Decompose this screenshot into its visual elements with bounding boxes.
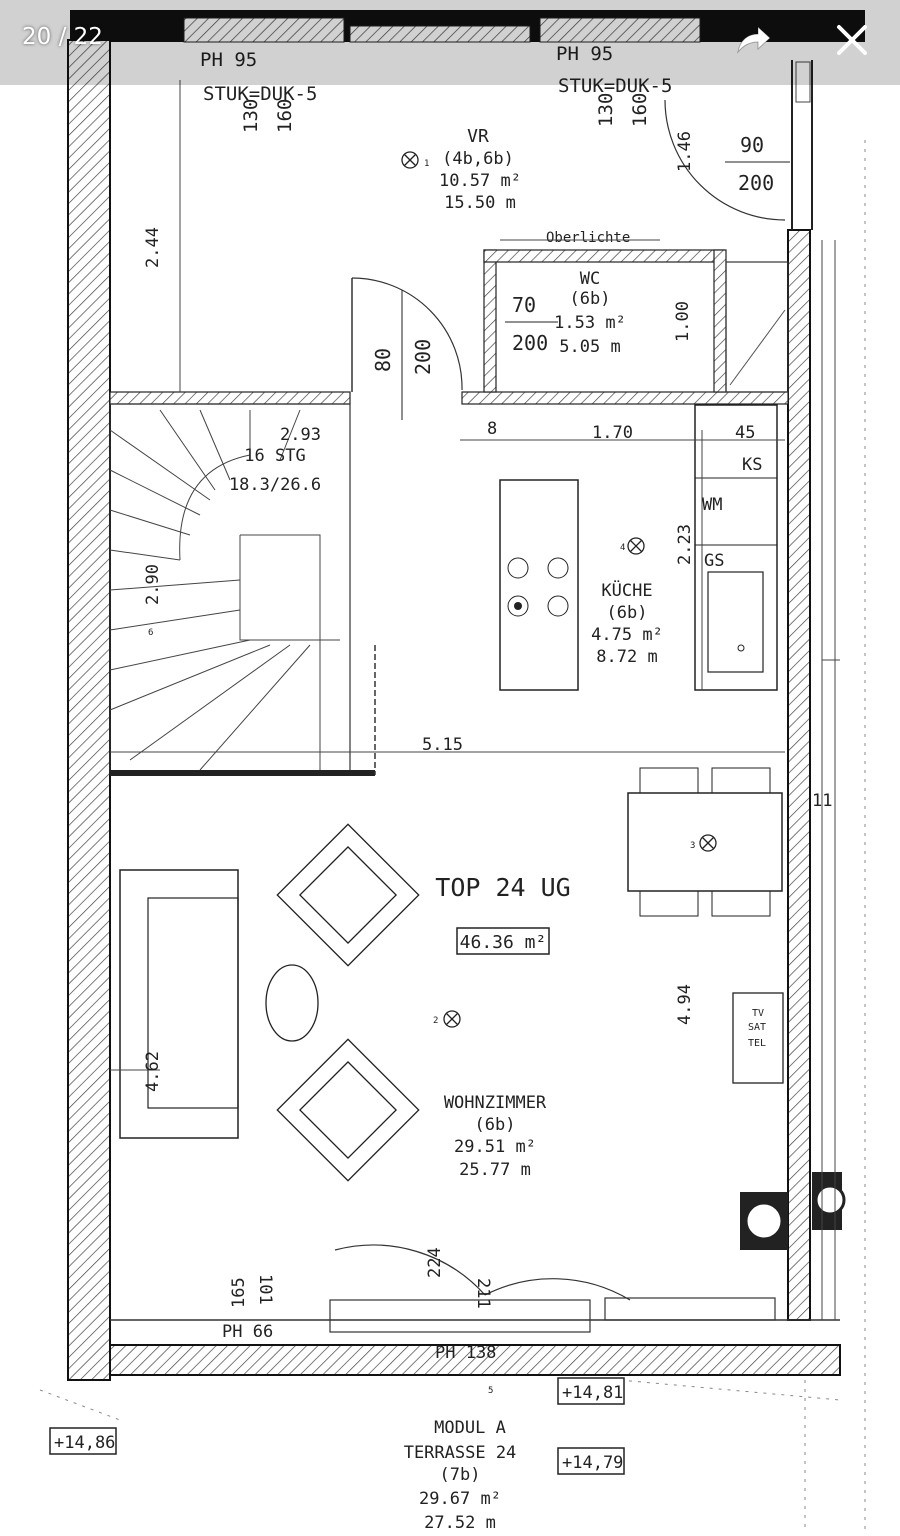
share-arrow-icon — [737, 25, 771, 54]
dim-101: 101 — [255, 1274, 275, 1305]
window-1-ph: PH 95 — [200, 49, 257, 71]
wc-type: (6b) — [570, 289, 611, 309]
dim-165: 165 — [229, 1277, 249, 1308]
terrasse-module: MODUL A — [434, 1418, 506, 1438]
unit-title: TOP 24 UG — [435, 873, 570, 902]
dim-70: 70 — [512, 293, 536, 317]
tel-label: TEL — [748, 1038, 766, 1049]
stairs-dims: 18.3/26.6 — [229, 475, 321, 495]
ph-138-label: PH 138 — [435, 1343, 496, 1363]
sat-label: SAT — [748, 1022, 766, 1033]
dim-2-23: 2.23 — [675, 524, 695, 565]
dining-table — [627, 792, 783, 892]
circuit-3: 3 — [690, 841, 695, 851]
dim-2-90: 2.90 — [143, 564, 163, 605]
circuit-1: 1 — [424, 159, 429, 169]
stairs-count: 16 STG — [244, 446, 305, 466]
vr-type: (4b,6b) — [442, 149, 514, 169]
circuit-11: 11 — [812, 791, 832, 811]
circuit-4: 4 — [620, 543, 625, 553]
vr-name: VR — [467, 126, 489, 147]
dim-5-15: 5.15 — [422, 735, 463, 755]
dim-200-entry: 200 — [411, 339, 435, 375]
circuit-6: 6 — [148, 628, 153, 638]
dim-90: 90 — [740, 133, 764, 157]
wohnzimmer-type: (6b) — [475, 1115, 516, 1135]
window-1-width: 130 — [240, 99, 262, 133]
ks-label: KS — [742, 455, 762, 475]
kueche-name: KÜCHE — [601, 579, 652, 601]
dim-200-door: 200 — [738, 171, 774, 195]
window-2-width: 130 — [595, 93, 617, 127]
dim-200-wc: 200 — [512, 331, 548, 355]
dim-224: 224 — [425, 1247, 445, 1278]
level-14-79: +14,79 — [562, 1453, 623, 1473]
terrasse-perimeter: 27.52 m — [424, 1513, 496, 1533]
circuit-2: 2 — [433, 1016, 438, 1026]
dim-2-44: 2.44 — [143, 227, 163, 268]
kueche-type: (6b) — [607, 603, 648, 623]
right-wall — [787, 229, 811, 1321]
gs-label: GS — [704, 551, 724, 571]
share-button[interactable] — [728, 16, 776, 64]
dim-1-70: 1.70 — [592, 423, 633, 443]
wc-perimeter: 5.05 m — [559, 337, 620, 357]
unit-total-area: 46.36 m² — [460, 932, 547, 953]
level-14-81: +14,81 — [562, 1383, 623, 1403]
terrasse-type: (7b) — [440, 1465, 481, 1485]
dim-1-46: 1.46 — [675, 131, 695, 172]
dim-45: 45 — [735, 423, 755, 443]
ph-66-label: PH 66 — [222, 1322, 273, 1342]
level-14-86: +14,86 — [54, 1433, 115, 1453]
window-1-stuk: STUK=DUK-5 — [203, 83, 317, 105]
wc-name: WC — [580, 269, 600, 289]
terrasse-area: 29.67 m² — [419, 1489, 501, 1509]
wohnzimmer-name: WOHNZIMMER — [444, 1093, 547, 1113]
sink — [707, 571, 764, 673]
kueche-perimeter: 8.72 m — [596, 647, 657, 667]
window-2-stuk: STUK=DUK-5 — [558, 75, 672, 97]
wc-area: 1.53 m² — [554, 313, 626, 333]
vr-perimeter: 15.50 m — [444, 193, 516, 213]
window-1 — [183, 17, 345, 43]
dim-4-62: 4.62 — [143, 1051, 163, 1092]
circuit-8: 8 — [487, 419, 497, 439]
wm-label: WM — [702, 495, 722, 515]
kitchen-counter — [499, 479, 579, 691]
kueche-area: 4.75 m² — [591, 625, 663, 645]
window-2-ph: PH 95 — [556, 43, 613, 65]
dim-2-93: 2.93 — [280, 425, 321, 445]
wohnzimmer-area: 29.51 m² — [454, 1137, 536, 1157]
dim-211: 211 — [473, 1278, 493, 1309]
window-2-height: 160 — [629, 93, 651, 127]
close-icon — [837, 25, 867, 55]
wohnzimmer-perimeter: 25.77 m — [459, 1160, 531, 1180]
dim-4-94: 4.94 — [675, 984, 695, 1025]
vr-area: 10.57 m² — [439, 171, 521, 191]
dim-1-00: 1.00 — [673, 301, 693, 342]
window-2 — [539, 17, 701, 43]
tv-label: TV — [752, 1008, 764, 1019]
dim-80: 80 — [371, 348, 395, 372]
terrace-wall — [109, 1344, 841, 1376]
circuit-5: 5 — [488, 1386, 493, 1396]
close-button[interactable] — [828, 16, 876, 64]
window-1-height: 160 — [274, 99, 296, 133]
window-lintel — [349, 25, 531, 43]
terrasse-name: TERRASSE 24 — [404, 1443, 517, 1463]
oberlichte-label: Oberlichte — [546, 230, 630, 246]
left-wall — [67, 39, 111, 1381]
